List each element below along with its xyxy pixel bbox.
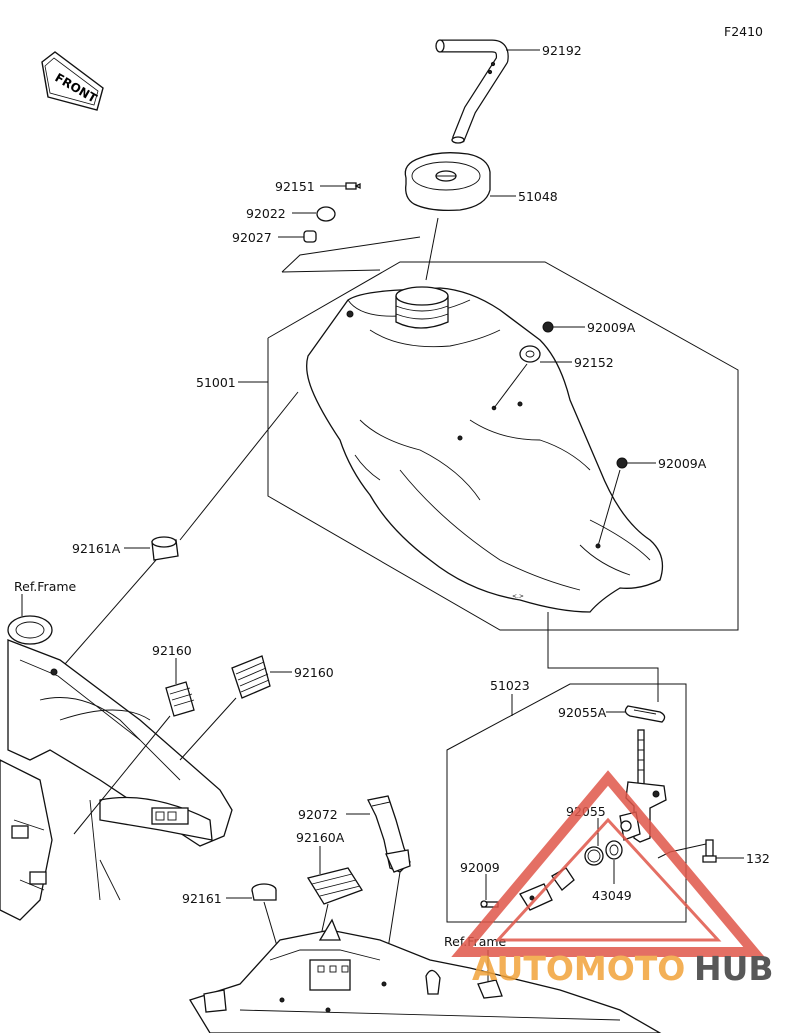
pad-92160-left [165, 681, 195, 717]
fuel-tank: <.> [306, 286, 664, 613]
fuel-cap [404, 152, 491, 212]
label-92009A-top: 92009A [587, 320, 636, 335]
band-92072 [367, 795, 411, 873]
label-51023: 51023 [490, 678, 530, 693]
label-92152: 92152 [574, 355, 614, 370]
cap-92027 [303, 230, 317, 243]
grommet-92152 [519, 345, 541, 363]
watermark-text-automoto: AUTOMOTO [472, 949, 685, 988]
rubber-92161 [251, 883, 277, 901]
vent-hose [435, 39, 509, 144]
label-92161A: 92161A [72, 541, 121, 556]
bolt-92151 [345, 182, 361, 190]
pad-92160-right [231, 655, 271, 699]
fuel-petcock [619, 729, 667, 843]
frame-bottom [189, 918, 662, 1033]
washer-92022 [316, 206, 336, 222]
label-132: 132 [746, 851, 770, 866]
label-92055A: 92055A [558, 705, 607, 720]
automotohub-watermark: AUTOMOTO HUB [451, 770, 774, 988]
ref-frame-left-label: Ref.Frame [14, 579, 77, 594]
figure-code: F2410 [724, 24, 763, 39]
label-92027: 92027 [232, 230, 272, 245]
label-43049: 43049 [592, 888, 632, 903]
screw-92009A-top [542, 321, 554, 333]
screw-92009A-mid [616, 457, 628, 469]
label-92160-right: 92160 [294, 665, 334, 680]
label-92161: 92161 [182, 891, 222, 906]
screw-92009 [480, 900, 499, 908]
pad-92160A [306, 867, 363, 905]
label-92151: 92151 [275, 179, 315, 194]
label-92009: 92009 [460, 860, 500, 875]
label-92009A-mid: 92009A [658, 456, 707, 471]
svg-text:<.>: <.> [512, 593, 524, 600]
watermark-triangle-icon [451, 770, 765, 957]
label-92160A: 92160A [296, 830, 345, 845]
watermark-text-hub: HUB [694, 949, 774, 988]
frame-left [0, 615, 233, 921]
label-92022: 92022 [246, 206, 286, 221]
rubber-92161A [151, 536, 179, 561]
label-92160-left: 92160 [152, 643, 192, 658]
washer-43049 [605, 840, 623, 860]
front-arrow-icon: FRONT [41, 51, 104, 111]
label-92192: 92192 [542, 43, 582, 58]
label-51001: 51001 [196, 375, 236, 390]
gasket-92055A [624, 705, 666, 723]
label-92072: 92072 [298, 807, 338, 822]
label-51048: 51048 [518, 189, 558, 204]
bolt-132 [702, 839, 717, 863]
